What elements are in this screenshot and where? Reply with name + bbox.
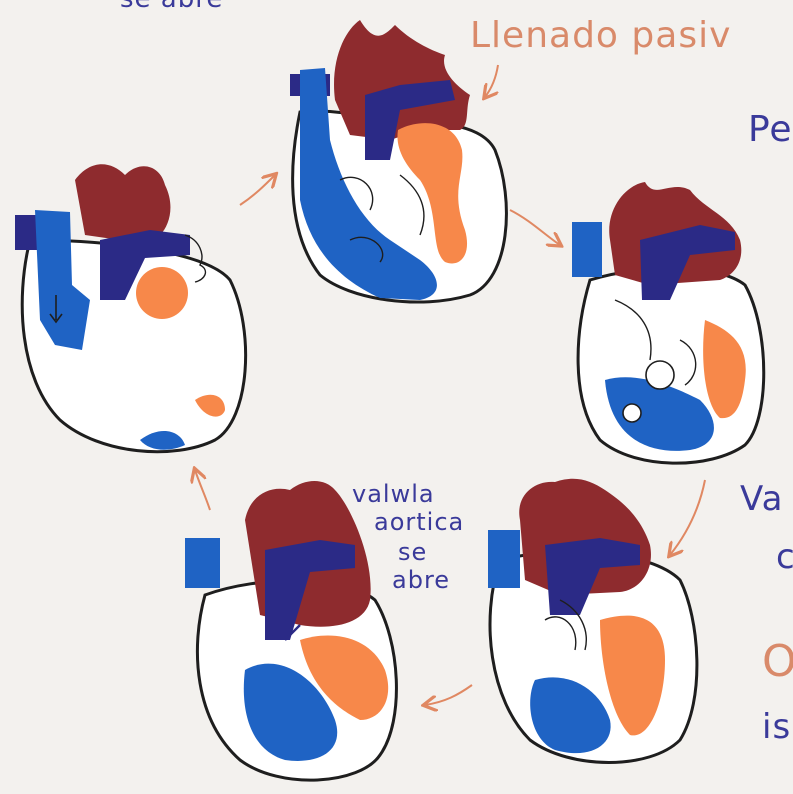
arrow-5-to-1 xyxy=(240,175,275,205)
arrow-4-to-5 xyxy=(195,470,210,510)
label-aortica: aortica xyxy=(374,510,464,534)
arrow-3-to-4 xyxy=(425,685,472,705)
label-pointer-arrow xyxy=(485,65,498,97)
label-valvula: valwla xyxy=(352,482,435,506)
label-pe: Pe xyxy=(748,112,793,148)
label-o-fragment: O xyxy=(762,640,793,684)
label-abre: abre xyxy=(392,568,450,592)
heart-diagram-5 xyxy=(15,164,246,451)
heart-diagram-4 xyxy=(185,481,396,780)
label-is-fragment: is xyxy=(762,710,791,744)
arrow-2-to-3 xyxy=(670,480,705,555)
arrow-1-to-2 xyxy=(510,210,560,245)
label-c-fragment: c xyxy=(776,540,793,574)
label-llenado-pasivo: Llenado pasiv xyxy=(470,18,731,54)
heart-diagram-1 xyxy=(290,20,506,302)
heart-diagram-2 xyxy=(572,182,764,463)
label-se: se xyxy=(398,540,427,564)
label-se-abre-top: se abre xyxy=(120,0,223,12)
heart-diagram-3 xyxy=(488,479,697,763)
label-va: Va xyxy=(740,482,783,516)
